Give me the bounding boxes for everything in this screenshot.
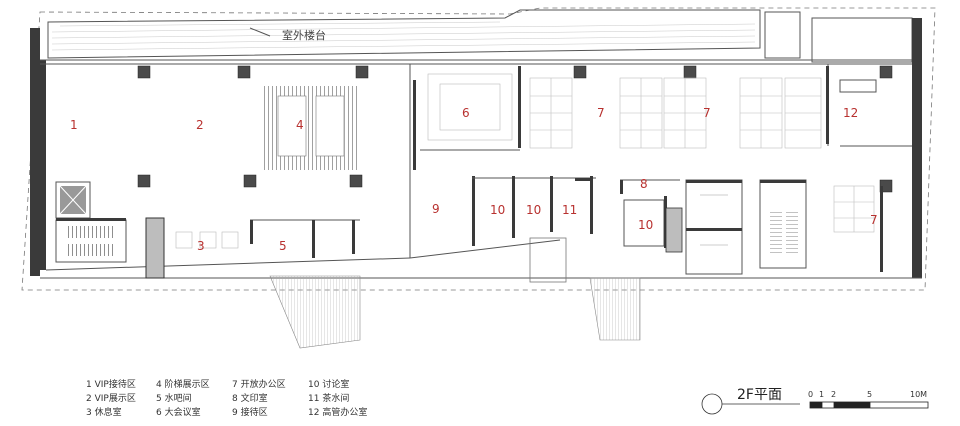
room-10a: 10: [490, 203, 505, 217]
legend-item: 9 接待区: [232, 406, 268, 418]
scale-tick: 10M: [910, 390, 927, 399]
room-2: 2: [196, 118, 204, 132]
site-boundary: [21, 7, 936, 291]
legend-item: 8 文印室: [232, 392, 268, 404]
scale-tick: 5: [867, 390, 872, 399]
room-6: 6: [462, 106, 470, 120]
columns: [137, 65, 893, 193]
scale-bar: 0 1 2 5 10M: [808, 390, 929, 409]
room-7b: 7: [703, 106, 711, 120]
room-12: 12: [843, 106, 858, 120]
west-wall: [30, 28, 40, 276]
room-11: 11: [562, 203, 577, 217]
legend-item: 11 茶水间: [308, 392, 349, 404]
legend-item: 7 开放办公区: [232, 378, 286, 390]
room-10b: 10: [526, 203, 541, 217]
room-5: 5: [279, 239, 287, 253]
legend-item: 1 VIP接待区: [86, 378, 136, 390]
north-arrow-icon: [701, 393, 723, 415]
desk-grid: [529, 77, 875, 233]
room-8: 8: [640, 177, 648, 191]
outdoor-terrace: [47, 9, 761, 59]
plan-title: 2F平面: [737, 387, 782, 403]
scale-tick: 0: [808, 390, 813, 399]
legend-item: 3 休息室: [86, 406, 122, 418]
room-7c: 7: [870, 213, 878, 227]
room-10c: 10: [638, 218, 653, 232]
legend-item: 5 水吧间: [156, 392, 192, 404]
scale-tick: 2: [831, 390, 836, 399]
legend-item: 12 高管办公室: [308, 406, 367, 418]
east-wall: [912, 18, 922, 278]
room-numbers: 1 2 3 4 5 6 7 7 7 8 9 10 10 10 11 12: [70, 106, 878, 253]
room-7a: 7: [597, 106, 605, 120]
legend-item: 6 大会议室: [156, 406, 201, 418]
terrace-label: 室外楼台: [282, 28, 326, 42]
legend-item: 10 讨论室: [308, 378, 349, 390]
legend-item: 2 VIP展示区: [86, 393, 136, 404]
room-4: 4: [296, 118, 304, 132]
room-9: 9: [432, 202, 440, 216]
room-3: 3: [197, 239, 205, 253]
legend-item: 4 阶梯展示区: [156, 378, 210, 390]
room-1: 1: [70, 118, 78, 132]
scale-tick: 1: [819, 390, 824, 399]
legend: 1 VIP接待区 2 VIP展示区 3 休息室 4 阶梯展示区 5 水吧间 6 …: [86, 378, 367, 418]
